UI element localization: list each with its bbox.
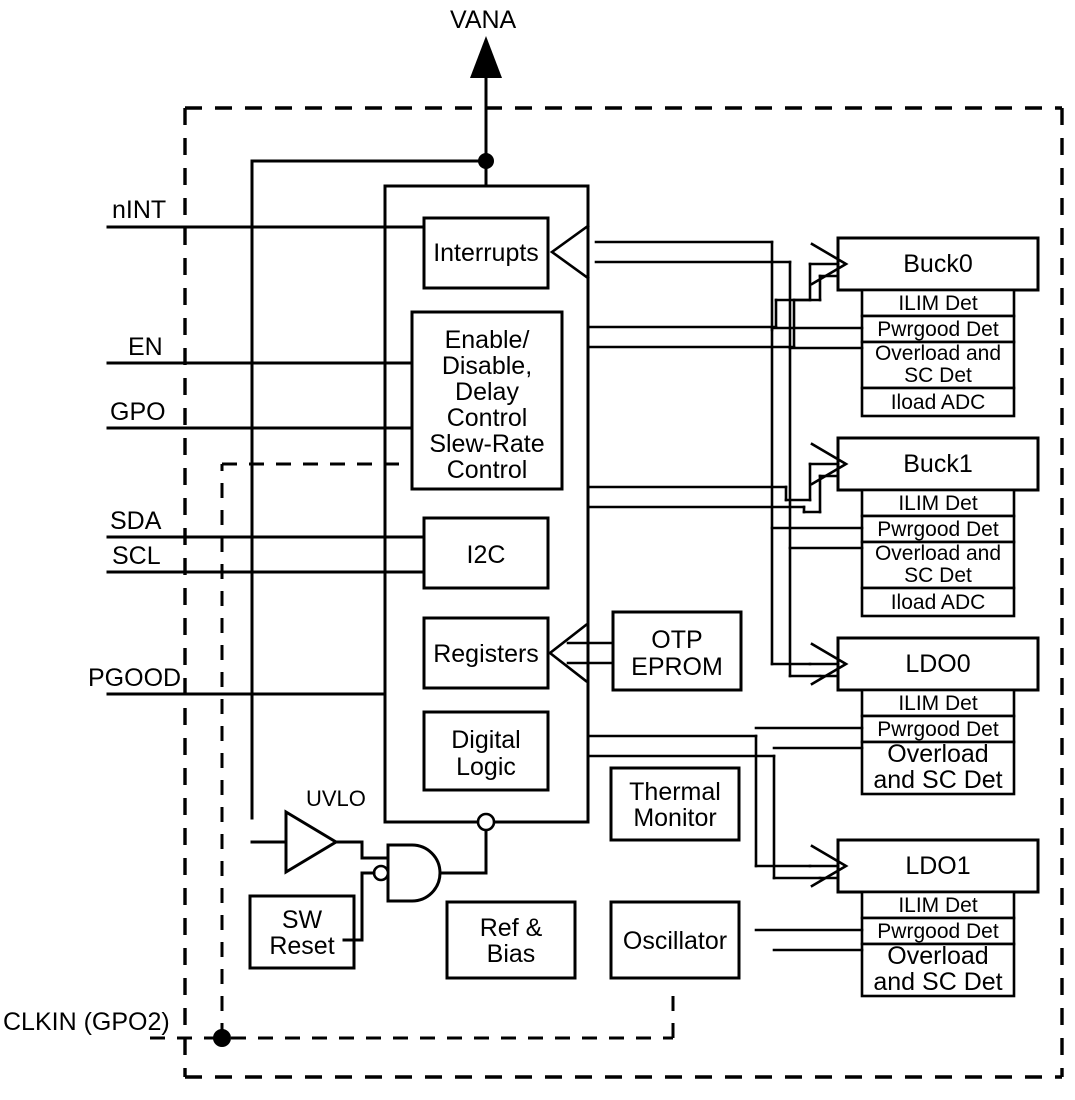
bus-interrupts-feedback bbox=[549, 224, 792, 350]
sub-label-buck1-2a: Overload and bbox=[875, 542, 1001, 565]
pin-label-pgood: PGOOD bbox=[88, 664, 181, 692]
block-ref-bias: Ref & Bias bbox=[445, 900, 577, 980]
block-label-oscillator: Oscillator bbox=[623, 927, 727, 955]
block-otp-eprom: OTP EPROM bbox=[547, 610, 743, 692]
gate-nand bbox=[342, 812, 496, 942]
pin-wires bbox=[106, 225, 426, 696]
block-registers: Registers bbox=[422, 616, 550, 690]
block-oscillator: Oscillator bbox=[609, 900, 741, 980]
sub-label-ldo0-2a: Overload bbox=[887, 740, 988, 768]
block-label-thermal-0: Thermal bbox=[629, 778, 721, 806]
block-label-enable-0: Enable/ bbox=[445, 326, 530, 354]
block-label-interrupts: Interrupts bbox=[433, 239, 539, 267]
pin-label-gpo: GPO bbox=[110, 398, 166, 426]
sub-label-ldo0-2b: and SC Det bbox=[873, 766, 1002, 794]
sub-label-buck0-1: Pwrgood Det bbox=[877, 318, 999, 341]
sub-label-ldo0-0: ILIM Det bbox=[898, 692, 978, 715]
block-interrupts: Interrupts bbox=[422, 216, 550, 290]
sub-block-buck1-ovl bbox=[860, 540, 1016, 590]
block-label-refbias-1: Bias bbox=[487, 940, 536, 968]
sub-label-ldo1-0: ILIM Det bbox=[898, 894, 978, 917]
gate-label-uvlo: UVLO bbox=[306, 786, 366, 811]
block-thermal-monitor: Thermal Monitor bbox=[609, 766, 741, 842]
sub-label-buck1-2b: SC Det bbox=[904, 564, 972, 587]
block-label-refbias-0: Ref & bbox=[480, 914, 543, 942]
block-label-enable-4: Slew-Rate bbox=[429, 430, 544, 458]
block-label-enable-3: Control bbox=[447, 404, 528, 432]
power-block-label-buck0: Buck0 bbox=[903, 250, 972, 278]
block-label-otp-0: OTP bbox=[651, 626, 702, 654]
power-block-ldo0: LDO0 ILIM Det Pwrgood Det Overload and S… bbox=[836, 636, 1040, 796]
block-label-thermal-1: Monitor bbox=[633, 804, 716, 832]
block-digital-logic: Digital Logic bbox=[422, 710, 550, 792]
power-block-label-ldo0: LDO0 bbox=[905, 650, 970, 678]
sub-label-ldo1-2b: and SC Det bbox=[873, 968, 1002, 996]
pin-label-nint: nINT bbox=[112, 196, 166, 224]
sub-label-ldo1-1: Pwrgood Det bbox=[877, 920, 999, 943]
block-label-digital-1: Logic bbox=[456, 753, 516, 781]
block-label-registers: Registers bbox=[433, 640, 539, 668]
bus-status-returns bbox=[754, 326, 864, 952]
block-label-digital-0: Digital bbox=[451, 726, 520, 754]
sub-label-buck0-2b: SC Det bbox=[904, 364, 972, 387]
sub-label-buck1-3: Iload ADC bbox=[891, 591, 986, 614]
sub-label-buck1-1: Pwrgood Det bbox=[877, 518, 999, 541]
vana-net bbox=[250, 36, 502, 820]
sub-label-buck1-0: ILIM Det bbox=[898, 492, 978, 515]
sub-label-ldo0-1: Pwrgood Det bbox=[877, 718, 999, 741]
block-label-swreset-1: Reset bbox=[269, 932, 334, 960]
block-enable-control: Enable/ Disable, Delay Control Slew-Rate… bbox=[410, 310, 564, 491]
power-block-label-ldo1: LDO1 bbox=[905, 852, 970, 880]
sub-block-ldo1-ovl bbox=[860, 942, 1016, 998]
sub-label-buck0-3: Iload ADC bbox=[891, 391, 986, 414]
sub-block-ldo1-ilim bbox=[860, 890, 1016, 920]
sub-block-buck1-adc bbox=[860, 586, 1016, 618]
sub-block-buck0-ilim bbox=[860, 288, 1016, 318]
sub-label-buck0-0: ILIM Det bbox=[898, 292, 978, 315]
sub-label-buck0-2a: Overload and bbox=[875, 342, 1001, 365]
bus-control-to-power bbox=[586, 242, 849, 888]
power-block-ldo1: LDO1 ILIM Det Pwrgood Det Overload and S… bbox=[836, 838, 1040, 998]
block-label-i2c: I2C bbox=[467, 541, 506, 569]
pin-label-en: EN bbox=[128, 333, 163, 361]
power-block-buck0: Buck0 ILIM Det Pwrgood Det Overload and … bbox=[836, 236, 1040, 418]
block-label-enable-1: Disable, bbox=[442, 352, 532, 380]
pin-label-scl: SCL bbox=[112, 542, 161, 570]
pin-label-clkin: CLKIN (GPO2) bbox=[3, 1008, 170, 1036]
block-label-swreset-0: SW bbox=[282, 906, 323, 934]
sub-block-ldo0-ovl bbox=[860, 740, 1016, 796]
power-block-buck1: Buck1 ILIM Det Pwrgood Det Overload and … bbox=[836, 436, 1040, 618]
block-label-enable-2: Delay bbox=[455, 378, 519, 406]
sub-block-buck1-ilim bbox=[860, 488, 1016, 518]
pin-label-sda: SDA bbox=[110, 507, 162, 535]
sub-label-ldo1-2a: Overload bbox=[887, 942, 988, 970]
block-label-enable-5: Control bbox=[447, 456, 528, 484]
clkin-net bbox=[150, 462, 675, 1047]
sub-block-ldo0-pg bbox=[860, 714, 1016, 744]
vana-label: VANA bbox=[450, 6, 517, 34]
block-sw-reset: SW Reset bbox=[248, 894, 356, 970]
sub-block-buck0-adc bbox=[860, 386, 1016, 418]
power-block-label-buck1: Buck1 bbox=[903, 450, 972, 478]
gate-uvlo bbox=[250, 809, 390, 875]
block-i2c: I2C bbox=[422, 516, 550, 590]
block-label-otp-1: EPROM bbox=[631, 653, 723, 681]
